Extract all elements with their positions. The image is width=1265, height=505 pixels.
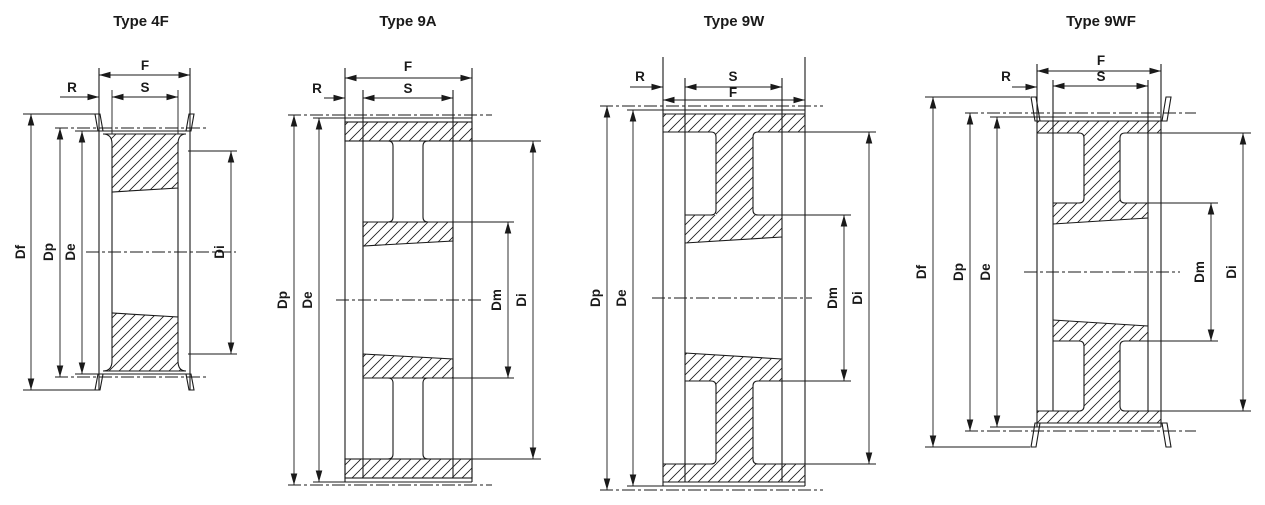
dimensions-4f: F S R Df Dp De Di bbox=[13, 58, 237, 391]
hatched-hub-top bbox=[362, 221, 454, 247]
hatched-rim-bottom bbox=[663, 464, 805, 482]
type-4f-diagram: Type 4F F S R Df bbox=[13, 13, 237, 391]
dim-label-dm: Dm bbox=[825, 287, 840, 309]
dim-label-dp: Dp bbox=[951, 263, 966, 281]
hatched-hub-bottom bbox=[362, 353, 454, 379]
dim-label-de: De bbox=[978, 263, 993, 281]
web-top bbox=[387, 140, 394, 223]
dim-label-r: R bbox=[67, 80, 77, 95]
dim-label-df: Df bbox=[13, 244, 28, 259]
type-9a-diagram: Type 9A F S R Dp bbox=[275, 13, 541, 486]
dim-label-f: F bbox=[729, 85, 737, 100]
hatched-rim-bottom bbox=[344, 458, 473, 479]
hatched-hub-bottom bbox=[685, 353, 782, 381]
diagram-title-9w: Type 9W bbox=[704, 13, 765, 30]
dim-label-di: Di bbox=[514, 293, 529, 307]
dim-label-dp: Dp bbox=[588, 289, 603, 307]
dim-label-s: S bbox=[728, 69, 737, 84]
hatched-rim-top bbox=[663, 114, 805, 132]
diagram-title-9wf: Type 9WF bbox=[1066, 13, 1136, 30]
dim-label-f: F bbox=[1097, 53, 1105, 68]
diagram-title-9a: Type 9A bbox=[379, 13, 436, 30]
hatched-web-bottom bbox=[1084, 341, 1120, 411]
dim-label-r: R bbox=[1001, 69, 1011, 84]
dim-label-de: De bbox=[300, 291, 315, 309]
diagram-title-4f: Type 4F bbox=[113, 13, 169, 30]
hatched-web-top bbox=[1084, 133, 1120, 203]
dimensions-9w: R S F Dp De Dm Di bbox=[588, 69, 873, 490]
type-9w-diagram: Type 9W bbox=[588, 13, 876, 491]
pulley-section-4f bbox=[55, 68, 236, 391]
web-bottom bbox=[387, 377, 394, 460]
hatched-section-bottom bbox=[102, 312, 187, 372]
dim-label-s: S bbox=[1096, 69, 1105, 84]
type-9wf-diagram: Type 9WF bbox=[914, 13, 1251, 448]
dim-label-dm: Dm bbox=[489, 289, 504, 311]
dim-label-dm: Dm bbox=[1192, 261, 1207, 283]
dim-label-s: S bbox=[140, 80, 149, 95]
dim-label-s: S bbox=[403, 81, 412, 96]
dim-label-dp: Dp bbox=[41, 243, 56, 261]
dimensions-9wf: F S R Df Dp De Dm Di bbox=[914, 53, 1247, 448]
dim-label-de: De bbox=[63, 243, 78, 261]
dim-label-di: Di bbox=[212, 245, 227, 259]
flange-bottom-right bbox=[1161, 422, 1172, 448]
dim-label-r: R bbox=[312, 81, 322, 96]
flange-bottom-right bbox=[185, 373, 195, 391]
flange-top-right bbox=[1161, 96, 1172, 122]
dim-label-di: Di bbox=[1224, 265, 1239, 279]
dim-label-di: Di bbox=[850, 291, 865, 305]
hatched-web-bottom bbox=[716, 381, 753, 464]
dimensions-9a: F S R Dp De Dm Di bbox=[275, 59, 537, 485]
hatched-section-top bbox=[102, 133, 187, 193]
pulley-section-9w bbox=[600, 57, 876, 491]
dim-label-f: F bbox=[404, 59, 412, 74]
dim-label-r: R bbox=[635, 69, 645, 84]
pulley-section-9a bbox=[288, 68, 541, 486]
dim-label-f: F bbox=[141, 58, 149, 73]
hatched-hub-top bbox=[1053, 203, 1148, 224]
hatched-rim-bottom bbox=[1037, 411, 1161, 423]
dim-label-df: Df bbox=[914, 264, 929, 279]
hatched-web-top bbox=[716, 132, 753, 215]
dim-label-dp: Dp bbox=[275, 291, 290, 309]
pulley-section-9wf bbox=[965, 64, 1251, 448]
flange-top-right bbox=[185, 113, 195, 132]
dim-label-de: De bbox=[614, 289, 629, 307]
hatched-hub-bottom bbox=[1053, 320, 1148, 341]
hatched-rim-top bbox=[1037, 121, 1161, 133]
hatched-hub-top bbox=[685, 215, 782, 243]
hatched-rim-top bbox=[344, 121, 473, 142]
